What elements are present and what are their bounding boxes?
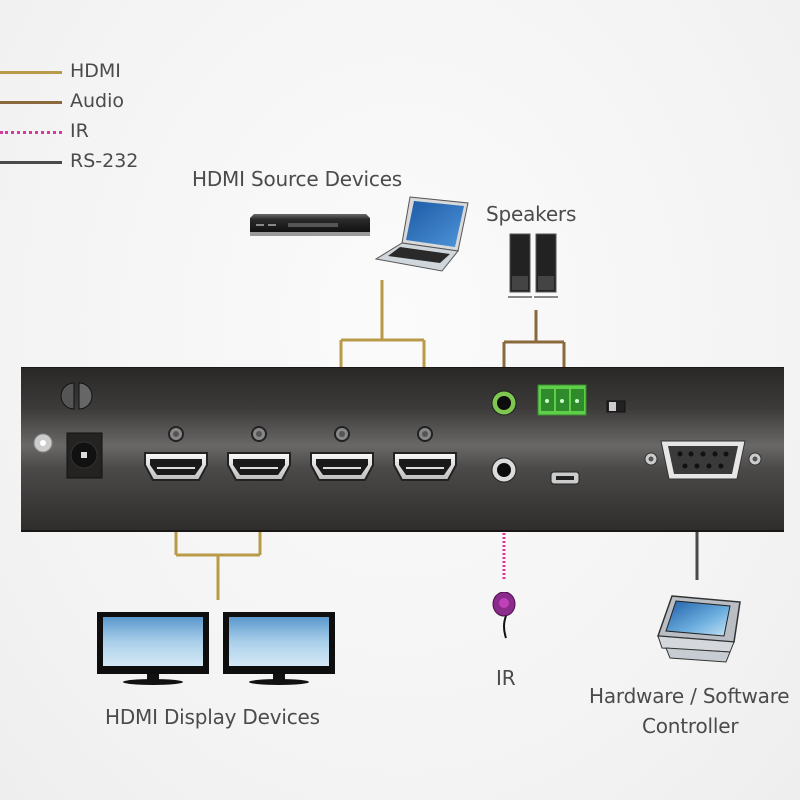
hdmi-port-4 [393,426,457,481]
mini-usb-port-icon [550,471,580,485]
hdmi-port-2 [227,426,291,481]
audio-out-jack-icon [491,390,517,416]
hdmi-display-devices-label: HDMI Display Devices [105,705,320,729]
hdmi-source-devices-label: HDMI Source Devices [192,167,403,191]
legend-rs232-line [0,161,62,164]
legend-audio-line [0,101,62,104]
ir-receiver-icon [492,592,516,639]
controller-label-line1: Hardware / Software [589,684,790,708]
power-jack-icon [66,432,103,479]
monitor-icon [97,612,209,685]
hdmi-port-3 [310,426,374,481]
rs232-serial-port-icon [644,440,762,480]
dip-switch-icon [606,400,626,413]
hdmi-displays [97,612,335,685]
touch-panel-controller-icon [656,595,741,663]
hdmi-port-1 [144,426,208,481]
audio-wire [502,310,566,382]
legend-hdmi-line [0,71,62,74]
speakers-label: Speakers [486,202,577,226]
ground-screw-icon [33,433,53,453]
terminal-block-icon [537,384,587,416]
laptop-icon [374,196,469,272]
hdmi-source-wire [339,280,426,405]
monitor-icon [223,612,335,685]
mount-knobs-icon [60,382,93,410]
panel-ports [33,382,762,485]
speakers-icon [508,233,558,298]
legend-hdmi-label: HDMI [70,60,121,82]
controller-label-line2: Controller [642,714,739,738]
legend-ir-line [0,131,62,134]
ir-label: IR [496,666,516,690]
device-rear-panel [21,367,784,532]
legend-ir-label: IR [70,120,89,142]
ir-jack-icon [491,457,517,483]
legend-rs232-label: RS-232 [70,150,139,172]
legend-audio-label: Audio [70,90,125,112]
blu-ray-player-icon [250,214,370,236]
